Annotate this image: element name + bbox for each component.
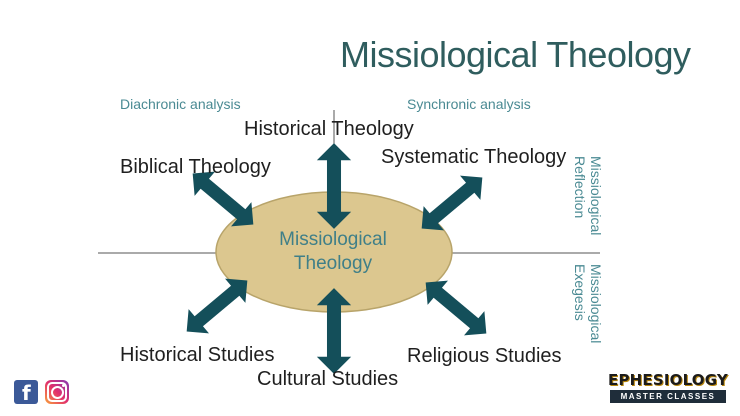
- label-historical-studies: Historical Studies: [120, 344, 275, 366]
- synchronic-note: Synchronic analysis: [407, 96, 531, 112]
- center-label-line2: Theology: [293, 253, 373, 274]
- arrow-cultural-studies: [316, 288, 352, 374]
- diachronic-note: Diachronic analysis: [120, 96, 241, 112]
- facebook-glyph: f: [22, 381, 31, 405]
- label-cultural-studies: Cultural Studies: [257, 368, 399, 390]
- logo-name: EPHESIOLOGY: [608, 371, 728, 389]
- label-biblical-theology: Biblical Theology: [120, 156, 271, 178]
- instagram-dot: [62, 384, 65, 387]
- side-exegesis-line1: Missiological: [588, 264, 604, 344]
- facebook-icon[interactable]: f: [14, 380, 38, 405]
- center-label-line1: Missiological: [279, 229, 387, 250]
- instagram-frame: [47, 382, 67, 402]
- side-reflection-line1: Missiological: [588, 156, 604, 236]
- side-reflection-line2: Reflection: [572, 156, 588, 219]
- label-religious-studies: Religious Studies: [407, 345, 562, 367]
- instagram-lens: [51, 386, 64, 399]
- side-label-exegesis: Missiological Exegesis: [572, 264, 604, 343]
- arrow-historical-theology: [316, 143, 352, 229]
- label-historical-theology: Historical Theology: [244, 118, 414, 140]
- center-label: Missiological Theology: [248, 228, 418, 276]
- side-label-reflection: Missiological Reflection: [572, 156, 604, 235]
- ephesiology-logo: EPHESIOLOGY MASTER CLASSES: [604, 371, 732, 403]
- side-exegesis-line2: Exegesis: [572, 264, 588, 321]
- logo-tagline: MASTER CLASSES: [610, 390, 726, 403]
- label-systematic-theology: Systematic Theology: [381, 146, 567, 168]
- page-title: Missiological Theology: [340, 34, 691, 75]
- instagram-icon[interactable]: [45, 380, 69, 404]
